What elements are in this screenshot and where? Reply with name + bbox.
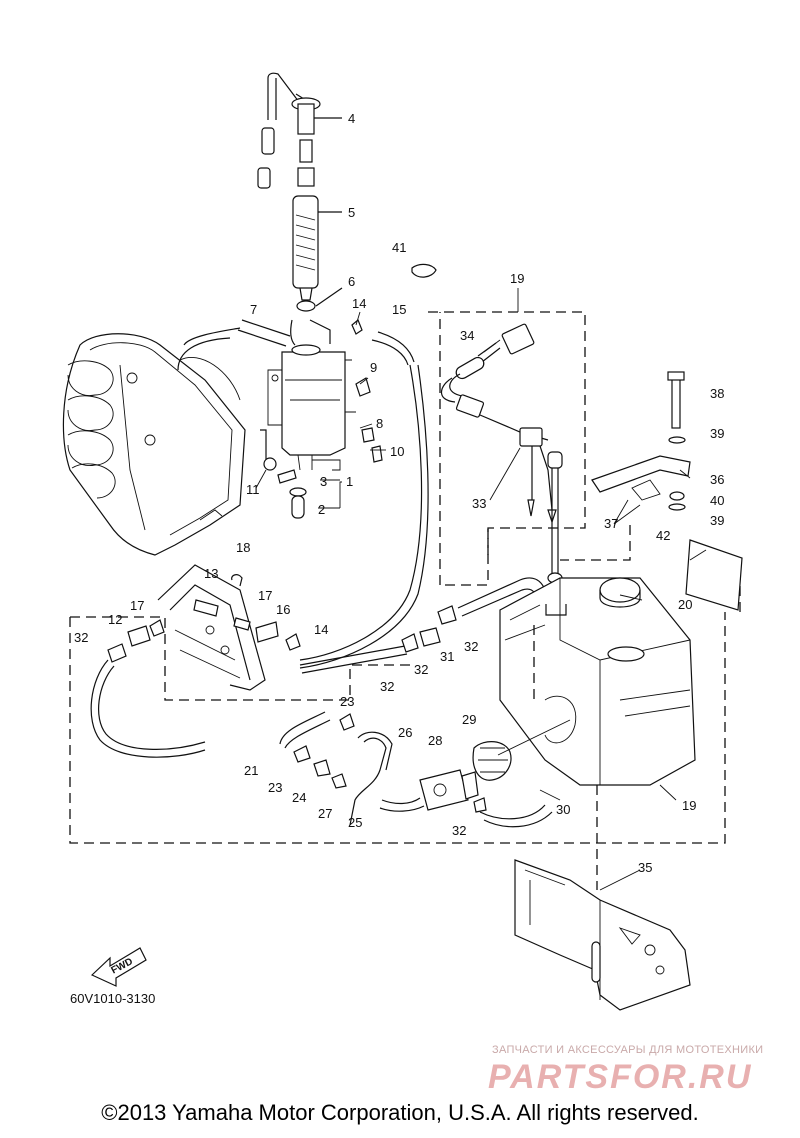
callout-7: 7 — [250, 302, 257, 317]
callout-16: 16 — [276, 602, 290, 617]
callout-41: 41 — [392, 240, 406, 255]
oil-main-tank — [499, 577, 696, 786]
callout-35: 35 — [638, 860, 652, 875]
watermark-logo: PARTSFOR.RU — [488, 1058, 753, 1096]
oil-sub-tank — [267, 319, 356, 471]
leader-lines — [255, 288, 707, 891]
callout-39b: 39 — [710, 513, 724, 528]
callout-19: 19 — [510, 271, 524, 286]
callout-21: 20 — [678, 597, 692, 612]
callout-2: 2 — [318, 502, 325, 517]
fuel-pump-assembly — [279, 711, 553, 828]
callout-4: 4 — [348, 111, 355, 126]
callout-22: 21 — [244, 763, 258, 778]
callout-36: 36 — [710, 472, 724, 487]
cable-clip — [411, 263, 437, 278]
callout-27: 28 — [428, 733, 442, 748]
callout-5: 5 — [348, 205, 355, 220]
callout-1: 1 — [346, 474, 353, 489]
lower-bracket — [157, 564, 266, 691]
callout-40: 40 — [710, 493, 724, 508]
callout-26a: 26 — [398, 725, 412, 740]
watermark-tagline: ЗАПЧАСТИ И АКСЕССУАРЫ ДЛЯ МОТОТЕХНИКИ — [492, 1044, 764, 1056]
dashed-outlines — [69, 311, 741, 844]
callout-14b: 14 — [314, 622, 328, 637]
callout-28: 29 — [462, 712, 476, 727]
callout-10: 10 — [390, 444, 404, 459]
tank-bracket — [514, 785, 691, 1011]
callout-6: 6 — [348, 274, 355, 289]
callout-39: 39 — [710, 426, 724, 441]
callout-24: 24 — [292, 790, 306, 805]
part-code: 60V1010-3130 — [70, 991, 155, 1006]
callout-37: 37 — [604, 516, 618, 531]
callout-15: 15 — [392, 302, 406, 317]
callout-labels: 4 5 6 7 14 15 41 19 34 9 8 10 3 1 2 11 3… — [74, 111, 724, 875]
callout-25: 25 — [348, 815, 362, 830]
copyright-notice: ©2013 Yamaha Motor Corporation, U.S.A. A… — [101, 1100, 699, 1125]
callout-42: 42 — [656, 528, 670, 543]
hose-31 — [299, 645, 408, 674]
callout-38: 38 — [710, 386, 724, 401]
right-upper-fittings — [401, 577, 547, 653]
callout-31: 32 — [380, 679, 394, 694]
callout-23b: 23 — [268, 780, 282, 795]
callout-3: 3 — [320, 474, 327, 489]
engine-block — [62, 333, 246, 556]
warning-label — [685, 539, 743, 611]
callout-32a: 32 — [74, 630, 88, 645]
callout-9: 9 — [370, 360, 377, 375]
callout-32b: 32 — [464, 639, 478, 654]
wiring-harness — [440, 323, 563, 584]
callout-34: 34 — [460, 328, 474, 343]
oil-sensor-assembly — [257, 72, 343, 312]
callout-26b: 27 — [318, 806, 332, 821]
callout-30: 31 — [440, 649, 454, 664]
callout-18: 18 — [236, 540, 250, 555]
callout-17b: 17 — [130, 598, 144, 613]
left-fittings — [90, 619, 301, 758]
hoses-upper — [177, 319, 429, 669]
callout-33: 33 — [472, 496, 486, 511]
callout-13: 13 — [204, 566, 218, 581]
fwd-arrow-icon: FWD — [90, 947, 147, 987]
callout-20: 19 — [682, 798, 696, 813]
callout-12: 12 — [108, 612, 122, 627]
callout-11: 11 — [246, 482, 260, 497]
callout-32d: 32 — [452, 823, 466, 838]
callout-14: 14 — [352, 296, 366, 311]
callout-17a: 17 — [258, 588, 272, 603]
callout-8: 8 — [376, 416, 383, 431]
tank-band-hardware — [591, 371, 691, 511]
callout-23a: 23 — [340, 694, 354, 709]
callout-32c: 32 — [414, 662, 428, 677]
guide-lines — [497, 625, 571, 801]
callout-29: 30 — [556, 802, 570, 817]
